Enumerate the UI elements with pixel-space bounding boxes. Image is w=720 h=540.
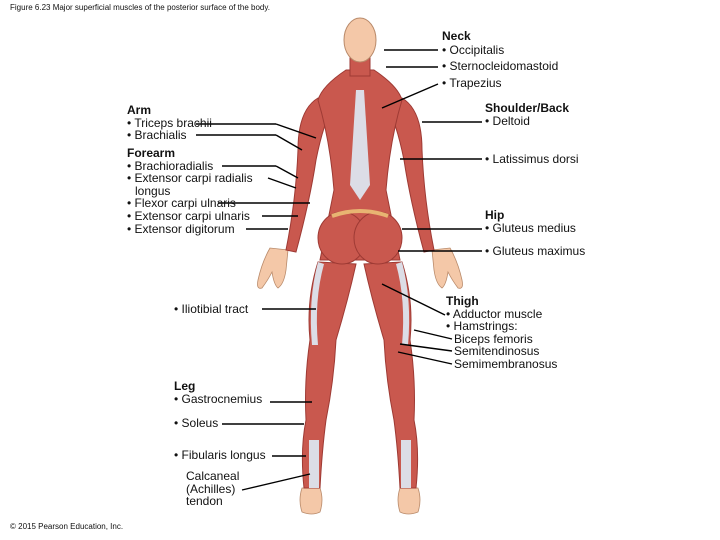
label-group-leg: Leg • Gastrocnemius: [174, 380, 262, 405]
figure-caption: Figure 6.23 Major superficial muscles of…: [10, 3, 270, 12]
brachialis-label: • Brachialis: [127, 128, 187, 143]
deltoid-label: • Deltoid: [485, 113, 530, 128]
occipitalis-label: • Occipitalis: [442, 42, 505, 57]
extensor-carpi-radialis-label: • Extensor carpi radialis: [127, 171, 253, 186]
right-gluteal: [353, 211, 403, 265]
right-iliotibial-band: [396, 262, 410, 345]
label-group-calcaneal: Calcaneal (Achilles) tendon: [186, 470, 239, 508]
adductor-muscle-label: • Adductor muscle: [446, 306, 543, 321]
label-group-shoulder-back: Shoulder/Back • Deltoid: [485, 102, 569, 127]
left-arm: [285, 97, 331, 253]
left-foot: [299, 487, 323, 515]
label-group-forearm: Forearm • Brachioradialis • Extensor car…: [127, 147, 253, 235]
label-group-arm: Arm • Triceps brachii • Brachialis: [127, 104, 212, 142]
label-group-thigh: Thigh • Adductor muscle • Hamstrings: Bi…: [446, 295, 557, 371]
left-iliotibial-band: [310, 262, 324, 345]
calcaneal-label-line2: (Achilles): [186, 481, 236, 496]
biceps-femoris-label: Biceps femoris: [454, 331, 533, 346]
label-group-neck: Neck • Occipitalis • Sternocleidomastoid…: [442, 30, 558, 89]
right-hand: [431, 247, 463, 289]
left-hand: [257, 247, 289, 289]
leg-heading: Leg: [174, 379, 196, 393]
label-group-hip: Hip • Gluteus medius: [485, 209, 576, 234]
triceps-brachii-label: • Triceps brachii: [127, 115, 212, 130]
gluteus-maximus-label: • Gluteus maximus: [485, 244, 586, 258]
gastrocnemius-label: • Gastrocnemius: [174, 391, 263, 406]
thoracolumbar-fascia: [350, 90, 370, 200]
hip-heading: Hip: [485, 208, 505, 222]
neck-heading: Neck: [442, 29, 471, 43]
thigh-heading: Thigh: [446, 294, 479, 308]
iliac-crest-fascia: [331, 209, 389, 218]
leader-lines: [196, 49, 482, 491]
extensor-carpi-ulnaris-label: • Extensor carpi ulnaris: [127, 208, 250, 223]
soleus-label: • Soleus: [174, 416, 219, 430]
gluteus-medius-label: • Gluteus medius: [485, 220, 576, 235]
trapezius-label: • Trapezius: [442, 75, 502, 90]
semitendinosus-label: Semitendinosus: [454, 344, 540, 359]
shoulder-back-heading: Shoulder/Back: [485, 101, 570, 115]
fibularis-longus-label: • Fibularis longus: [174, 448, 266, 462]
left-achilles-tendon: [309, 440, 319, 488]
arm-heading: Arm: [127, 103, 152, 117]
right-achilles-tendon: [401, 440, 411, 488]
calcaneal-label-line3: tendon: [186, 494, 223, 509]
extensor-digitorum-label: • Extensor digitorum: [127, 221, 235, 236]
semimembranosus-label: Semimembranosus: [454, 356, 558, 371]
brachioradialis-label: • Brachioradialis: [127, 158, 214, 173]
iliotibial-tract-label: • Iliotibial tract: [174, 302, 249, 316]
latissimus-dorsi-label: • Latissimus dorsi: [485, 152, 579, 166]
hamstrings-label: • Hamstrings:: [446, 319, 518, 334]
flexor-carpi-ulnaris-label: • Flexor carpi ulnaris: [127, 196, 236, 211]
copyright-notice: © 2015 Pearson Education, Inc.: [10, 522, 124, 531]
calcaneal-label-line1: Calcaneal: [186, 469, 240, 483]
sternocleidomastoid-label: • Sternocleidomastoid: [442, 59, 559, 74]
right-foot: [397, 487, 421, 515]
extensor-carpi-radialis-longus-label: longus: [135, 183, 171, 198]
forearm-heading: Forearm: [127, 146, 176, 160]
head: [343, 17, 377, 63]
